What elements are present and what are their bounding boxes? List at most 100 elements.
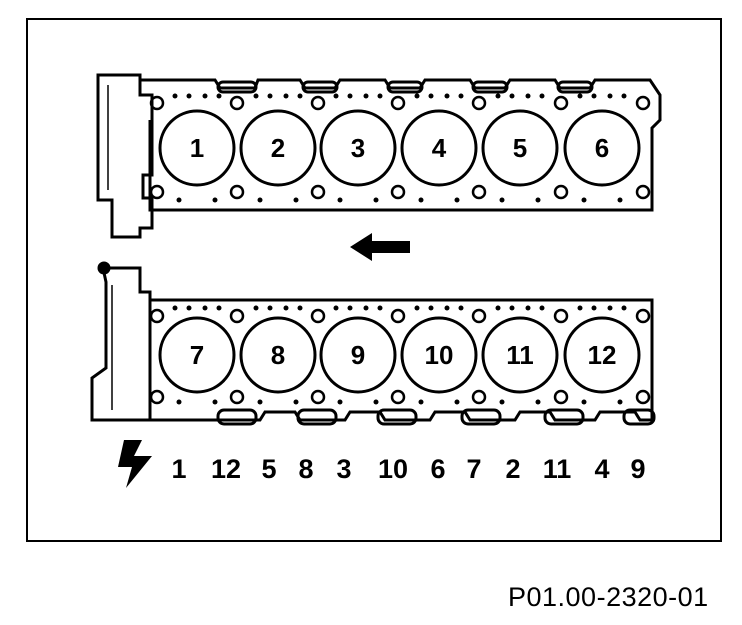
gasket-end-plate-bottom bbox=[90, 266, 152, 422]
oil-hole bbox=[283, 93, 289, 99]
gasket-bank-top bbox=[96, 73, 662, 239]
cylinder-label-7: 7 bbox=[190, 340, 204, 370]
firing-order-item: 10 bbox=[378, 454, 408, 484]
arrow-left-icon bbox=[350, 233, 410, 261]
oil-hole bbox=[186, 93, 192, 99]
firing-order-item: 2 bbox=[505, 454, 520, 484]
oil-hole bbox=[458, 93, 464, 99]
oil-hole bbox=[499, 197, 505, 203]
bolt-hole bbox=[229, 389, 245, 405]
bolt-hole bbox=[390, 95, 406, 111]
oil-hole bbox=[621, 93, 627, 99]
cylinder-bore-9 bbox=[319, 316, 397, 394]
oil-hole bbox=[212, 399, 218, 405]
bolt-hole bbox=[310, 95, 326, 111]
bolt-hole bbox=[149, 95, 165, 111]
cylinder-label-1: 1 bbox=[190, 133, 204, 163]
oil-hole bbox=[377, 305, 383, 311]
oil-hole bbox=[509, 305, 515, 311]
bolt-hole bbox=[471, 184, 487, 200]
oil-hole bbox=[373, 197, 379, 203]
firing-order-item: 1 bbox=[171, 454, 186, 484]
bolt-hole bbox=[471, 389, 487, 405]
diagram-frame bbox=[26, 18, 722, 542]
oil-hole bbox=[253, 305, 259, 311]
oil-hole bbox=[176, 197, 182, 203]
oil-hole bbox=[297, 93, 303, 99]
oil-hole bbox=[257, 399, 263, 405]
oil-hole bbox=[581, 399, 587, 405]
bolt-hole bbox=[635, 389, 651, 405]
oil-hole bbox=[337, 399, 343, 405]
cylinder-label-8: 8 bbox=[271, 340, 285, 370]
cylinder-bore-1 bbox=[158, 109, 236, 187]
oil-hole bbox=[333, 93, 339, 99]
cylinder-bore-7 bbox=[158, 316, 236, 394]
cylinder-label-6: 6 bbox=[595, 133, 609, 163]
oil-hole bbox=[621, 305, 627, 311]
bolt-hole bbox=[229, 308, 245, 324]
oil-hole bbox=[172, 305, 178, 311]
oil-hole bbox=[202, 93, 208, 99]
oil-hole bbox=[347, 305, 353, 311]
oil-hole bbox=[186, 305, 192, 311]
bolt-hole bbox=[471, 95, 487, 111]
oil-hole bbox=[444, 93, 450, 99]
holes-top bbox=[149, 93, 651, 203]
bolt-hole bbox=[635, 95, 651, 111]
oil-hole bbox=[607, 93, 613, 99]
oil-hole bbox=[458, 305, 464, 311]
oil-hole bbox=[591, 305, 597, 311]
oil-hole bbox=[172, 93, 178, 99]
bolt-hole bbox=[553, 389, 569, 405]
oil-hole bbox=[267, 93, 273, 99]
oil-hole bbox=[297, 305, 303, 311]
oil-hole bbox=[267, 305, 273, 311]
cylinder-bore-4 bbox=[400, 109, 478, 187]
bolt-hole bbox=[229, 95, 245, 111]
firing-order-item: 6 bbox=[430, 454, 445, 484]
oil-hole bbox=[454, 399, 460, 405]
oil-hole bbox=[347, 93, 353, 99]
firing-order-item: 7 bbox=[466, 454, 481, 484]
cylinder-label-10: 10 bbox=[425, 340, 454, 370]
oil-hole bbox=[363, 93, 369, 99]
cylinder-bore-10 bbox=[400, 316, 478, 394]
oil-hole bbox=[499, 399, 505, 405]
bolt-hole bbox=[390, 389, 406, 405]
oil-hole bbox=[495, 93, 501, 99]
oil-hole bbox=[577, 305, 583, 311]
oil-hole bbox=[581, 197, 587, 203]
oil-hole bbox=[377, 93, 383, 99]
bolt-hole bbox=[310, 184, 326, 200]
cylinder-bore-8 bbox=[239, 316, 317, 394]
bolt-hole bbox=[553, 308, 569, 324]
oil-hole bbox=[283, 305, 289, 311]
oil-hole bbox=[454, 197, 460, 203]
bolt-hole bbox=[310, 308, 326, 324]
bolt-hole bbox=[390, 184, 406, 200]
oil-hole bbox=[428, 93, 434, 99]
oil-hole bbox=[176, 399, 182, 405]
oil-hole bbox=[495, 305, 501, 311]
gasket-bank-bottom bbox=[90, 261, 656, 426]
oil-hole bbox=[414, 93, 420, 99]
cylinder-label-11: 11 bbox=[506, 340, 534, 370]
bolt-hole bbox=[635, 308, 651, 324]
oil-hole bbox=[414, 305, 420, 311]
oil-hole bbox=[539, 305, 545, 311]
cylinder-label-5: 5 bbox=[513, 133, 527, 163]
oil-hole bbox=[253, 93, 259, 99]
bolt-hole bbox=[390, 308, 406, 324]
oil-hole bbox=[535, 399, 541, 405]
bolt-hole bbox=[149, 184, 165, 200]
cylinder-bore-12 bbox=[563, 316, 641, 394]
firing-order-item: 11 bbox=[543, 454, 572, 484]
cylinder-label-12: 12 bbox=[588, 340, 617, 370]
oil-hole bbox=[525, 93, 531, 99]
firing-order-item: 5 bbox=[261, 454, 276, 484]
oil-hole bbox=[373, 399, 379, 405]
